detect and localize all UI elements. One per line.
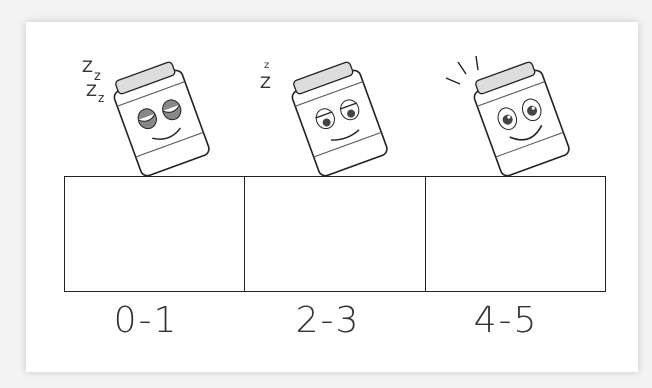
level-label-4-5: 4-5 — [436, 300, 576, 341]
zzz-decoration: Z — [82, 57, 93, 76]
z-decoration: z — [264, 60, 269, 71]
sleeping-battery-icon: Z z Z z — [80, 44, 230, 184]
drawing-box-4-5[interactable] — [426, 177, 605, 291]
drowsy-battery-icon: z Z — [258, 44, 408, 184]
drawing-grid — [64, 176, 606, 292]
level-label-0-1: 0-1 — [76, 300, 216, 341]
alert-lines-decoration — [446, 56, 478, 84]
level-label-2-3: 2-3 — [258, 300, 398, 341]
svg-text:Z: Z — [260, 73, 271, 92]
svg-text:Z: Z — [86, 81, 97, 100]
awake-battery-icon — [440, 44, 590, 184]
drawing-box-2-3[interactable] — [245, 177, 425, 291]
svg-text:z: z — [98, 91, 104, 105]
drawing-box-0-1[interactable] — [65, 177, 245, 291]
